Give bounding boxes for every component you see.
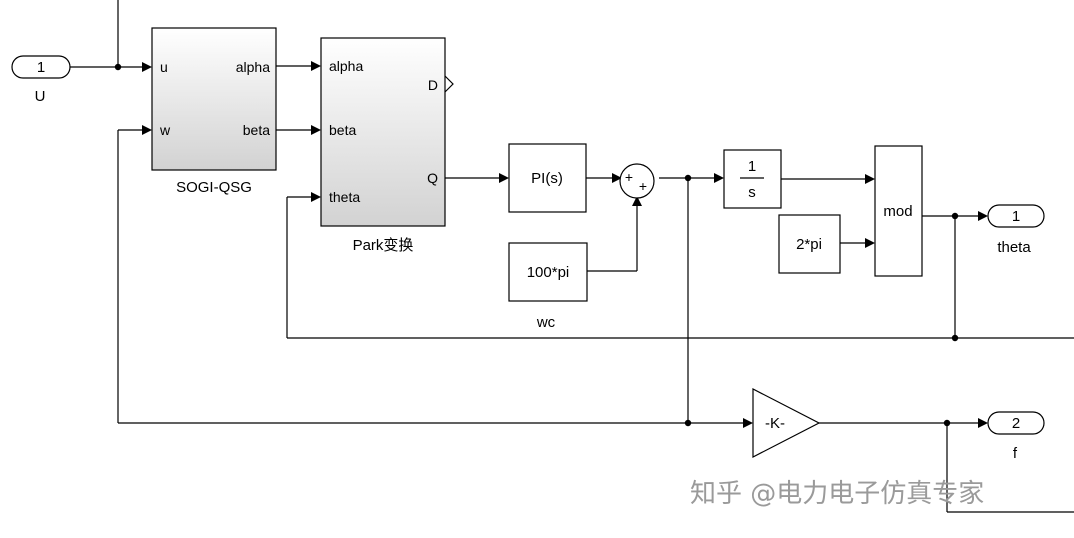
park-port-beta: beta xyxy=(329,122,356,138)
arrow-sum-2 xyxy=(632,196,642,206)
outport-theta[interactable]: 1 theta xyxy=(987,204,1045,256)
mod-block[interactable]: mod xyxy=(874,145,923,277)
park-block[interactable]: alpha beta theta D Q Park变换 xyxy=(320,37,454,254)
arrow-mod-2 xyxy=(865,238,875,248)
sogi-qsg-body xyxy=(151,27,277,171)
sogi-qsg-block[interactable]: u w alpha beta SOGI-QSG xyxy=(151,27,277,196)
outport-theta-number: 1 xyxy=(1012,208,1020,225)
arrowheads xyxy=(142,61,988,428)
arrow-gain xyxy=(743,418,753,428)
junction-theta-low xyxy=(951,334,959,342)
arrow-u xyxy=(142,62,152,72)
const-2pi-block[interactable]: 2*pi xyxy=(778,214,841,274)
arrow-sum-1 xyxy=(612,173,622,183)
junction-omega-low xyxy=(684,419,692,427)
park-output-d-chevron xyxy=(444,75,454,93)
gain-block[interactable]: -K- xyxy=(752,388,821,458)
integrator-block[interactable]: 1 s xyxy=(723,149,782,209)
outport-f-shape xyxy=(987,411,1045,435)
const-wc-block[interactable]: 100*pi wc xyxy=(508,242,588,331)
outport-theta-label: theta xyxy=(997,239,1031,256)
park-port-q: Q xyxy=(427,170,438,186)
sum-sign-1: + xyxy=(625,169,633,185)
const-wc-label: wc xyxy=(536,314,556,331)
arrow-integrator xyxy=(714,173,724,183)
integrator-body xyxy=(723,149,782,209)
const-2pi-body xyxy=(778,214,841,274)
gain-body xyxy=(752,388,821,458)
integrator-denominator: s xyxy=(748,184,756,201)
inport-u-shape xyxy=(11,55,71,79)
outport-f-label: f xyxy=(1013,445,1018,462)
arrow-theta-out xyxy=(978,211,988,221)
arrow-mod-1 xyxy=(865,174,875,184)
const-2pi-text: 2*pi xyxy=(796,236,822,253)
outport-f-number: 2 xyxy=(1012,415,1020,432)
integrator-numerator: 1 xyxy=(748,158,756,175)
arrow-f-out xyxy=(978,418,988,428)
signal-lines xyxy=(70,0,1074,513)
gain-text: -K- xyxy=(765,415,785,432)
mod-body xyxy=(874,145,923,277)
junction-theta xyxy=(951,212,959,220)
arrow-pi xyxy=(499,173,509,183)
junction-omega xyxy=(684,174,692,182)
inport-u-label: U xyxy=(35,88,46,105)
const-wc-text: 100*pi xyxy=(527,264,570,281)
junction-u xyxy=(114,63,122,71)
watermark-text: 知乎 @电力电子仿真专家 xyxy=(690,479,984,509)
park-port-alpha: alpha xyxy=(329,58,363,74)
const-wc-body xyxy=(508,242,588,302)
sogi-port-w: w xyxy=(159,122,171,138)
inport-u-number: 1 xyxy=(37,59,45,76)
junctions xyxy=(114,63,959,427)
sogi-port-u: u xyxy=(160,59,168,75)
pi-body xyxy=(508,143,587,213)
sogi-qsg-name: SOGI-QSG xyxy=(176,179,252,196)
sogi-port-beta: beta xyxy=(243,122,270,138)
park-port-d: D xyxy=(428,77,438,93)
park-port-theta: theta xyxy=(329,189,360,205)
arrow-alpha xyxy=(311,61,321,71)
inport-u[interactable]: 1 U xyxy=(11,55,71,105)
sum-sign-2: + xyxy=(639,178,647,194)
park-name: Park变换 xyxy=(353,237,414,254)
outport-f[interactable]: 2 f xyxy=(987,411,1045,462)
sum-body xyxy=(619,163,655,199)
arrow-theta xyxy=(311,192,321,202)
pi-text: PI(s) xyxy=(531,170,563,187)
sogi-port-alpha: alpha xyxy=(236,59,270,75)
junction-f xyxy=(943,419,951,427)
park-body xyxy=(320,37,446,227)
arrow-w xyxy=(142,125,152,135)
arrow-beta xyxy=(311,125,321,135)
mod-text: mod xyxy=(883,203,912,220)
pi-block[interactable]: PI(s) xyxy=(508,143,587,213)
sum-block[interactable]: + + xyxy=(619,163,655,199)
outport-theta-shape xyxy=(987,204,1045,228)
